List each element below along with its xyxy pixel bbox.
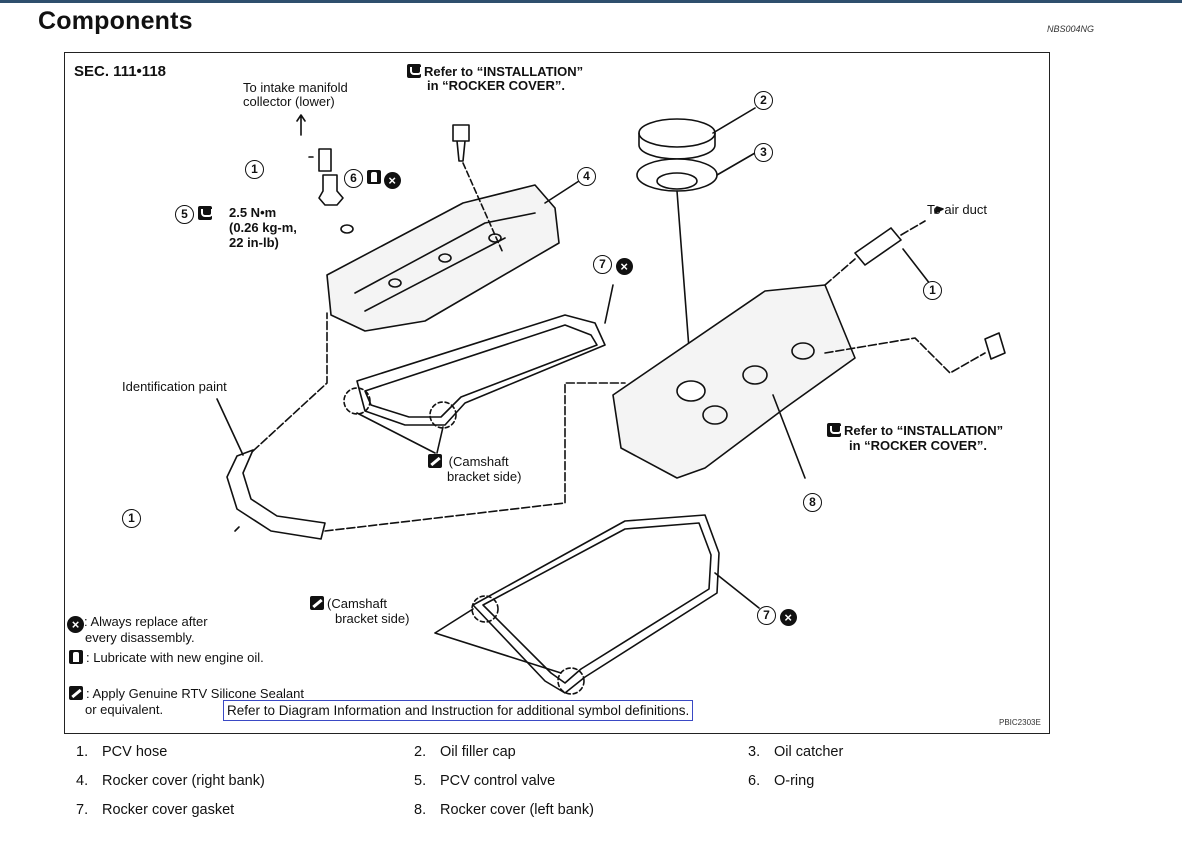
camshaft-bracket-side-bottom: bracket side) xyxy=(335,611,410,626)
rocker-cover-right xyxy=(326,184,560,332)
intake-label-line1: To intake manifold xyxy=(243,80,348,95)
replace-x-icon: × xyxy=(67,616,84,633)
rocker-cover-left xyxy=(612,284,856,479)
figure-code: PBIC2303E xyxy=(999,718,1041,727)
identification-paint-label: Identification paint xyxy=(122,379,227,394)
legend-item: 7.Rocker cover gasket xyxy=(76,802,235,818)
section-code: NBS004NG xyxy=(1046,24,1094,34)
torque-value-kgm: (0.26 kg-m, xyxy=(229,220,297,235)
refer-rocker-cover-top: in “ROCKER COVER”. xyxy=(427,78,565,93)
sealant-icon xyxy=(69,686,83,700)
intake-label-line2: collector (lower) xyxy=(243,94,335,109)
gasket-upper xyxy=(356,314,606,426)
camshaft-bracket-note-bottom: (Camshaft xyxy=(310,596,387,612)
callout-7-top: 7 × xyxy=(593,255,633,275)
callout-1-right: 1 xyxy=(923,281,942,300)
pcv-hose-right xyxy=(854,227,902,266)
gasket-lower xyxy=(472,514,720,694)
refer-installation-right: Refer to “INSTALLATION” xyxy=(827,423,1003,439)
to-air-duct-label: To air duct xyxy=(927,202,987,217)
callout-4: 4 xyxy=(577,167,596,186)
legend-item: 6.O-ring xyxy=(748,773,815,789)
symbol-lubricate: : Lubricate with new engine oil. xyxy=(69,650,264,666)
symbol-definitions-link[interactable]: Refer to Diagram Information and Instruc… xyxy=(223,700,694,721)
callout-5: 5 xyxy=(175,205,215,224)
symbol-sealant-line1: : Apply Genuine RTV Silicone Sealant xyxy=(69,686,304,702)
o-ring xyxy=(340,224,354,234)
legend-item: 3.Oil catcher xyxy=(748,744,844,760)
legend-item: 1.PCV hose xyxy=(76,744,168,760)
torque-value-inlb: 22 in-lb) xyxy=(229,235,279,250)
section-number: SEC. 111•118 xyxy=(74,63,166,80)
oil-can-icon xyxy=(366,170,381,184)
bolt-right xyxy=(452,124,470,162)
page-title: Components xyxy=(38,7,193,35)
callout-2: 2 xyxy=(754,91,773,110)
camshaft-bracket-note-top: (Camshaft xyxy=(428,454,509,470)
callout-6: 6 × xyxy=(344,169,401,189)
replace-x-icon: × xyxy=(615,258,633,275)
oil-can-icon xyxy=(69,650,83,664)
callout-7-bottom: 7 × xyxy=(757,606,797,626)
legend-item: 5.PCV control valve xyxy=(414,773,556,789)
components-diagram: SEC. 111•118 To intake manifold collecto… xyxy=(64,52,1050,734)
oil-catcher xyxy=(636,158,718,192)
legend-item: 2.Oil filler cap xyxy=(414,744,516,760)
legend-item: 4.Rocker cover (right bank) xyxy=(76,773,265,789)
pcv-valve xyxy=(318,174,344,206)
symbol-replace-line2: every disassembly. xyxy=(85,630,195,645)
callout-1-bottom: 1 xyxy=(122,509,141,528)
legend-item: 8.Rocker cover (left bank) xyxy=(414,802,594,818)
symbol-sealant-line2: or equivalent. xyxy=(85,702,164,717)
pcv-hose-left xyxy=(226,449,326,540)
header-bar xyxy=(0,0,1182,3)
torque-value-nm: 2.5 N•m xyxy=(229,205,277,220)
torque-wrench-icon xyxy=(407,64,422,78)
callout-3: 3 xyxy=(754,143,773,162)
torque-wrench-icon xyxy=(827,423,842,437)
diagram-drawing xyxy=(216,107,1006,695)
refer-rocker-cover-right: in “ROCKER COVER”. xyxy=(849,438,987,453)
callout-1-top: 1 xyxy=(245,160,264,179)
torque-wrench-icon xyxy=(197,206,213,220)
sealant-icon xyxy=(310,596,324,610)
replace-x-icon: × xyxy=(383,172,401,189)
camshaft-bracket-side-top: bracket side) xyxy=(447,469,522,484)
symbol-replace-line1: ×: Always replace after xyxy=(67,614,208,633)
replace-x-icon: × xyxy=(779,609,797,626)
sealant-icon xyxy=(428,454,442,468)
refer-installation-top: Refer to “INSTALLATION” xyxy=(407,64,583,80)
callout-8: 8 xyxy=(803,493,822,512)
oil-filler-cap xyxy=(638,118,716,148)
